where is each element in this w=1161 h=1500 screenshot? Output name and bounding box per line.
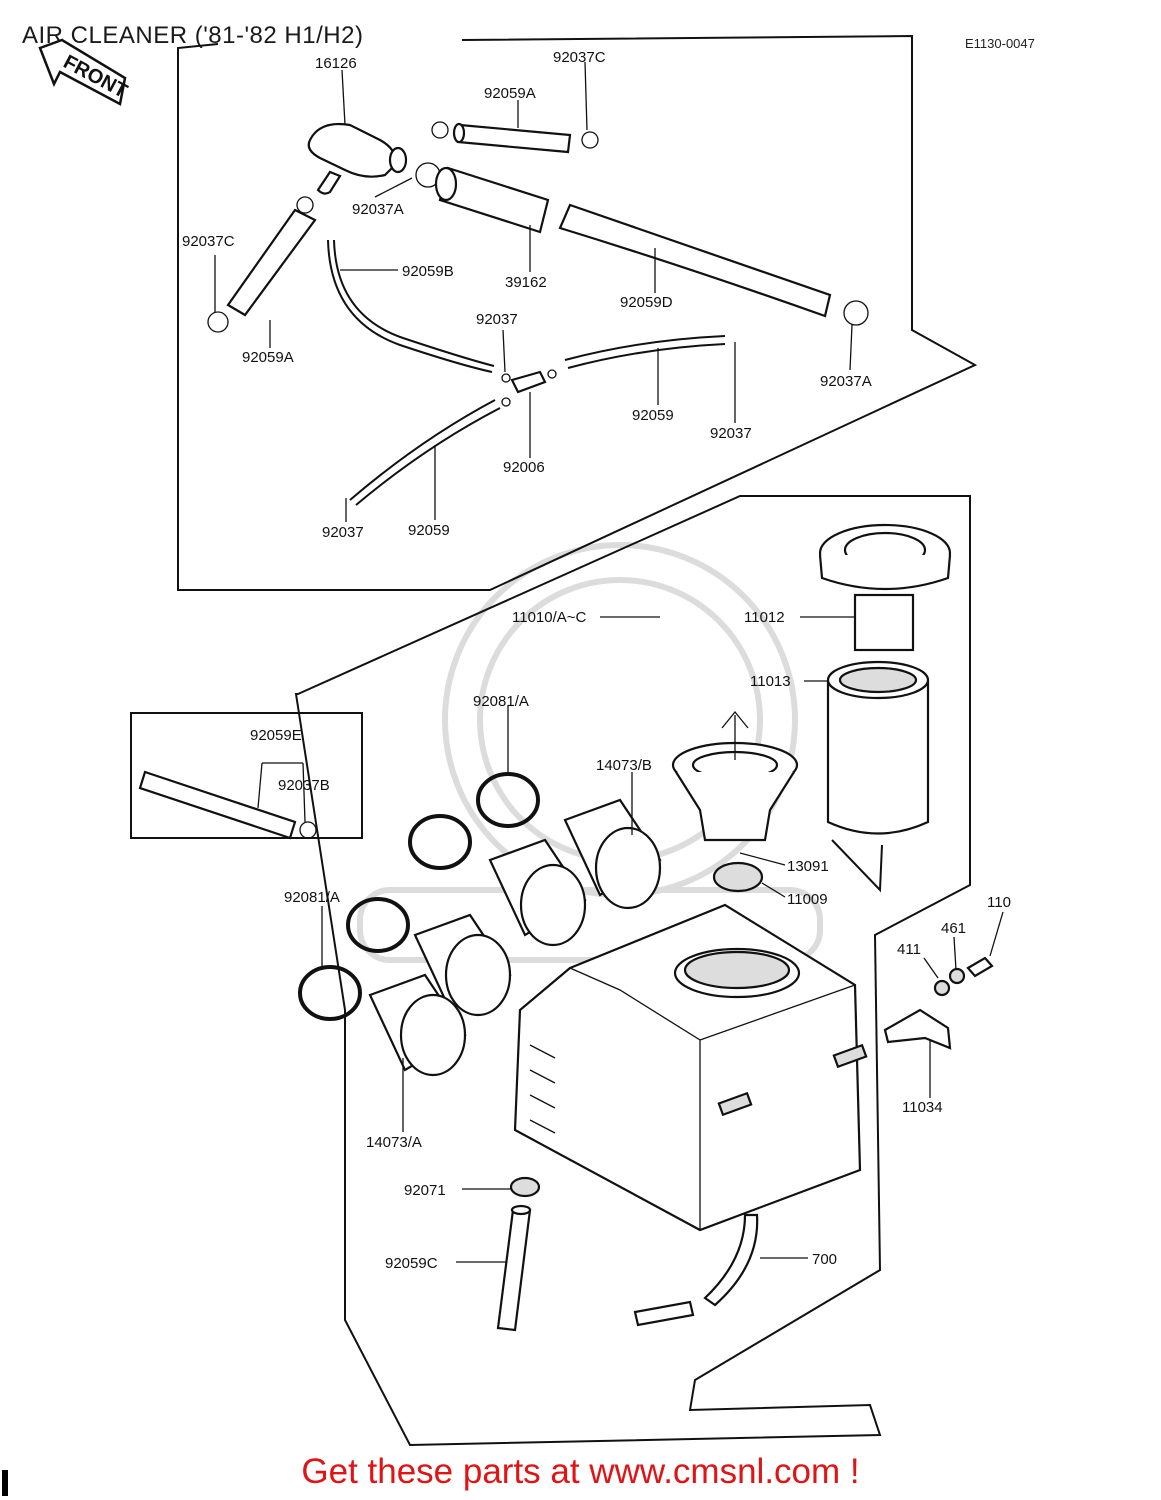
- part-700-drain-hose: [633, 1213, 759, 1327]
- part-14073b-ducts: [488, 798, 662, 947]
- part-11009-grommet: [712, 861, 764, 893]
- label-11012: 11012: [744, 609, 785, 626]
- label-39162: 39162: [505, 274, 547, 291]
- diagram-title: AIR CLEANER ('81-'82 H1/H2): [22, 22, 364, 49]
- part-14073a-ducts: [368, 913, 512, 1077]
- part-92006-joint: [501, 369, 557, 407]
- label-92059b: 92059B: [402, 263, 454, 280]
- clamp-92037c-b: [581, 131, 599, 149]
- part-92071-grommet: [509, 1176, 541, 1198]
- label-92037a-right: 92037A: [820, 373, 872, 390]
- label-92071: 92071: [404, 1182, 446, 1199]
- part-11013-filter: [826, 660, 930, 835]
- inset-box: [130, 712, 363, 839]
- label-11034: 11034: [902, 1099, 943, 1116]
- label-11013: 11013: [750, 673, 791, 690]
- reference-code: E1130-0047: [965, 36, 1035, 51]
- part-92059a-hose-left: [207, 196, 317, 333]
- label-411: 411: [897, 941, 921, 958]
- part-13091-funnel: [671, 710, 799, 842]
- label-92059-mid: 92059: [632, 407, 674, 424]
- clamp-92037c-a: [431, 121, 449, 139]
- label-92037c-left: 92037C: [182, 233, 235, 250]
- page-edge-mark: [2, 1470, 8, 1496]
- part-11034-bracket: [883, 956, 994, 1050]
- label-700: 700: [812, 1251, 837, 1268]
- leader-lines-lower: [257, 616, 1004, 1263]
- part-92059c-drain-tube: [496, 1204, 532, 1332]
- label-92059a-left: 92059A: [242, 349, 294, 366]
- part-92059e-hose: [138, 770, 317, 840]
- label-92006: 92006: [503, 459, 545, 476]
- part-11012-cap: [818, 523, 952, 652]
- label-110: 110: [987, 894, 1011, 911]
- label-16126: 16126: [315, 55, 357, 72]
- part-92059d-hose: [558, 203, 869, 326]
- label-92081a-top: 92081/A: [473, 693, 529, 710]
- label-14073b: 14073/B: [596, 757, 652, 774]
- upper-group-outline: [177, 34, 978, 591]
- part-labels: 16126 92037C 92059A 92037A 39162 92059D …: [182, 49, 1011, 1272]
- leader-lines-upper: [214, 61, 853, 522]
- label-92059d: 92059D: [620, 294, 673, 311]
- label-92037-right: 92037: [710, 425, 752, 442]
- front-arrow-icon: FRONT: [38, 38, 131, 106]
- label-92037-bottom: 92037: [322, 524, 364, 541]
- part-92059-hose-mid: [564, 335, 726, 361]
- label-92037-mid: 92037: [476, 311, 518, 328]
- part-92059b-hose: [327, 239, 493, 373]
- part-92059-hose-bottom: [349, 399, 496, 501]
- label-92059a-top: 92059A: [484, 85, 536, 102]
- part-92059a-hose-top: [452, 122, 572, 154]
- label-13091: 13091: [787, 858, 829, 875]
- label-92081a-left: 92081/A: [284, 889, 340, 906]
- label-92037b: 92037B: [278, 777, 330, 794]
- label-92059c: 92059C: [385, 1255, 438, 1272]
- label-14073a: 14073/A: [366, 1134, 422, 1151]
- part-39162-tube: [434, 166, 550, 234]
- lower-group-outline: [294, 495, 971, 1447]
- label-11010: 11010/A~C: [512, 609, 587, 626]
- footer-promo-text[interactable]: Get these parts at www.cmsnl.com !: [301, 1452, 860, 1491]
- label-461: 461: [941, 920, 966, 937]
- label-11009: 11009: [787, 891, 828, 908]
- part-16126-junction: [307, 122, 408, 195]
- label-92059e: 92059E: [250, 727, 302, 744]
- label-92037c-top: 92037C: [553, 49, 606, 66]
- label-92037a-top: 92037A: [352, 201, 404, 218]
- label-92059-bottom: 92059: [408, 522, 450, 539]
- part-11010-air-box: [513, 903, 868, 1232]
